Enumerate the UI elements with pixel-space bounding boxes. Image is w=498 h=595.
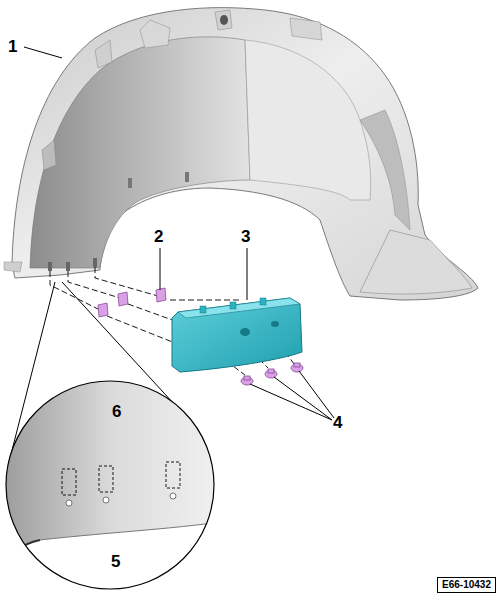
callout-number: 1 [8, 38, 17, 56]
detail-view [0, 380, 230, 589]
cover-panel [172, 298, 302, 372]
callout-number: 4 [333, 414, 342, 432]
figure-code-box: E66-10432 [437, 577, 496, 593]
wheel-housing-liner [4, 8, 478, 300]
clip-nut [98, 288, 166, 317]
callout-number: 5 [111, 553, 120, 571]
screw [241, 363, 303, 385]
callout-number: 2 [154, 228, 163, 246]
callout-number: 6 [112, 403, 121, 421]
callout-number: 3 [241, 228, 250, 246]
figure-code: E66-10432 [442, 579, 491, 590]
